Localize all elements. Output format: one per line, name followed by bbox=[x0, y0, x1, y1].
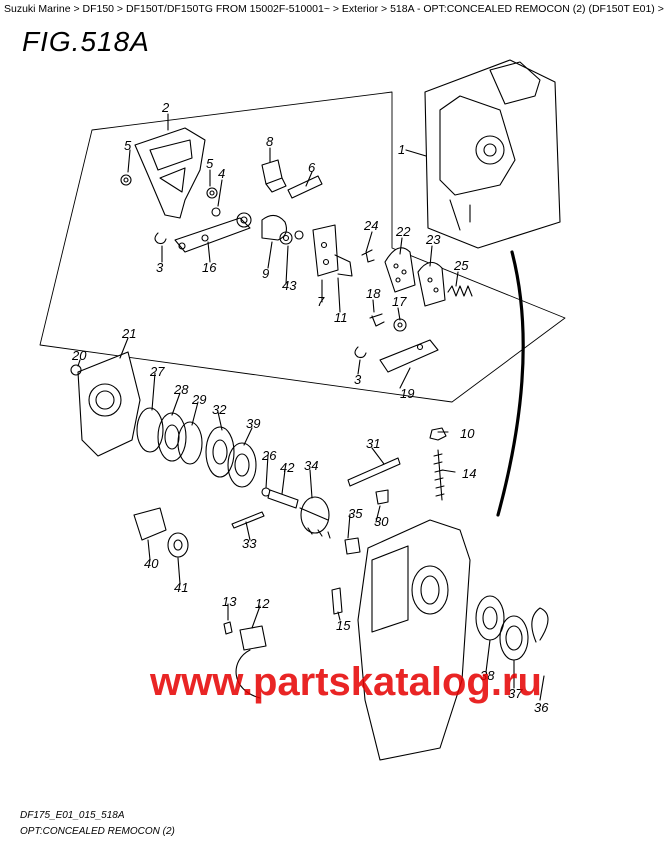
breadcrumb-separator: > bbox=[329, 3, 342, 15]
breadcrumb-item-exterior[interactable]: Exterior bbox=[341, 3, 379, 15]
part-31-shaft bbox=[347, 457, 401, 487]
callout-30: 30 bbox=[374, 514, 389, 529]
main-housing bbox=[357, 519, 471, 761]
breadcrumb: Suzuki Marine > DF150 > DF150T/DF150TG F… bbox=[4, 3, 664, 16]
callout-37: 37 bbox=[508, 686, 523, 701]
callout-3b: 3 bbox=[354, 372, 362, 387]
upper-group-outline bbox=[39, 91, 566, 403]
callout-29: 29 bbox=[191, 392, 206, 407]
callout-31: 31 bbox=[366, 436, 380, 451]
part-12-connector bbox=[239, 625, 267, 651]
part-8 bbox=[261, 159, 283, 185]
callout-1: 1 bbox=[398, 142, 405, 157]
part-14-rod bbox=[433, 449, 445, 501]
callout-19: 19 bbox=[400, 386, 414, 401]
callout-8: 8 bbox=[266, 134, 274, 149]
part-16-lever bbox=[174, 217, 251, 253]
callout-23: 23 bbox=[425, 232, 441, 247]
callout-18: 18 bbox=[366, 286, 381, 301]
part-9-cam bbox=[261, 214, 287, 241]
callout-42: 42 bbox=[280, 460, 295, 475]
footer-name: OPT:CONCEALED REMOCON (2) bbox=[20, 826, 175, 837]
part-19-plate bbox=[379, 339, 439, 373]
callout-32: 32 bbox=[212, 402, 227, 417]
callout-10: 10 bbox=[460, 426, 475, 441]
callout-7: 7 bbox=[317, 294, 325, 309]
breadcrumb-separator: > bbox=[114, 3, 126, 15]
part-23-plate bbox=[417, 261, 446, 307]
part-6-pin bbox=[287, 175, 323, 199]
callout-20: 20 bbox=[71, 348, 87, 363]
breadcrumb-item-df150[interactable]: DF150 bbox=[82, 3, 115, 15]
callout-15: 15 bbox=[336, 618, 351, 633]
callout-24: 24 bbox=[363, 218, 378, 233]
callout-2: 2 bbox=[161, 100, 170, 115]
watermark: www.partskatalog.ru bbox=[150, 660, 542, 704]
callout-38: 38 bbox=[480, 668, 495, 683]
callout-16: 16 bbox=[202, 260, 217, 275]
callout-14: 14 bbox=[462, 466, 476, 481]
part-25-spring bbox=[447, 285, 473, 297]
callout-9: 9 bbox=[262, 266, 269, 281]
callout-22: 22 bbox=[395, 224, 411, 239]
part-42-shaft bbox=[267, 489, 299, 509]
callout-17: 17 bbox=[392, 294, 407, 309]
part-7-plate bbox=[312, 224, 339, 277]
callout-40: 40 bbox=[144, 556, 159, 571]
callout-11: 11 bbox=[334, 310, 348, 325]
breadcrumb-trailing: > bbox=[654, 3, 664, 15]
figure-title: FIG.518A bbox=[22, 26, 150, 57]
callout-36: 36 bbox=[534, 700, 549, 715]
callout-25: 25 bbox=[453, 258, 469, 273]
part-22-plate bbox=[384, 247, 416, 293]
callout-35: 35 bbox=[348, 506, 363, 521]
callout-5b: 5 bbox=[206, 156, 214, 171]
callout-34: 34 bbox=[304, 458, 318, 473]
callout-33: 33 bbox=[242, 536, 257, 551]
callout-21: 21 bbox=[121, 326, 136, 341]
callout-12: 12 bbox=[255, 596, 270, 611]
callout-4: 4 bbox=[218, 166, 225, 181]
callout-3: 3 bbox=[156, 260, 164, 275]
callout-28: 28 bbox=[173, 382, 189, 397]
part-1-remocon-box bbox=[424, 59, 561, 249]
callout-5: 5 bbox=[124, 138, 132, 153]
breadcrumb-item-suzuki-marine[interactable]: Suzuki Marine bbox=[4, 3, 71, 15]
arrow-curve bbox=[496, 250, 525, 517]
breadcrumb-item-page[interactable]: 518A - OPT:CONCEALED REMOCON (2) (DF150T… bbox=[390, 3, 655, 15]
callout-43: 43 bbox=[282, 278, 297, 293]
callout-41: 41 bbox=[174, 580, 188, 595]
parts-diagram: 1 2 3 4 5 5 6 7 8 3 9 10 11 12 13 14 15 … bbox=[39, 59, 566, 761]
callout-6: 6 bbox=[308, 160, 316, 175]
breadcrumb-separator: > bbox=[70, 3, 83, 15]
part-2-bracket bbox=[134, 127, 206, 219]
callout-13: 13 bbox=[222, 594, 237, 609]
part-21-plate bbox=[77, 351, 141, 457]
callout-26: 26 bbox=[261, 448, 277, 463]
breadcrumb-item-model[interactable]: DF150T/DF150TG FROM 15002F-510001~ bbox=[125, 3, 330, 15]
callout-39: 39 bbox=[246, 416, 260, 431]
breadcrumb-separator: > bbox=[378, 3, 391, 15]
callout-27: 27 bbox=[149, 364, 165, 379]
footer-code: DF175_E01_015_518A bbox=[20, 810, 125, 821]
